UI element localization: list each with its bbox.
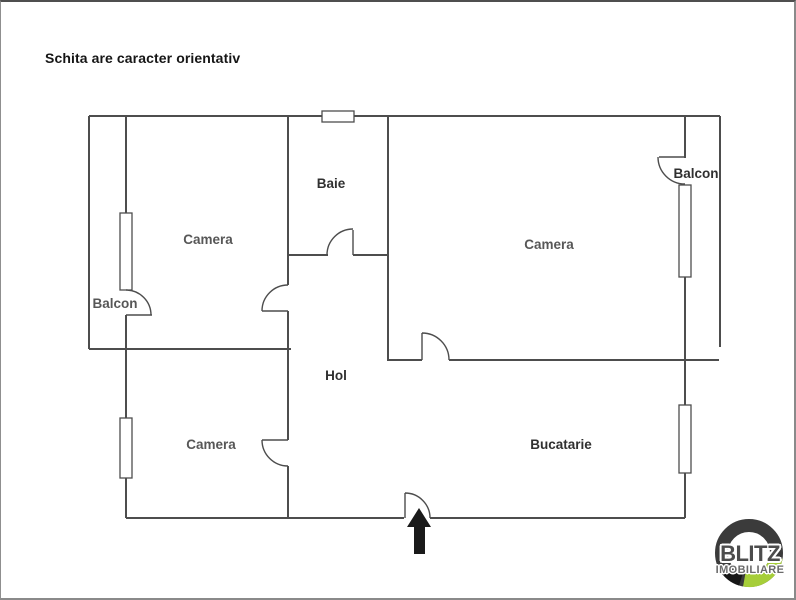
room-label-camera-bottom-left: Camera [186,437,236,452]
room-label-camera-top-left: Camera [183,232,233,247]
window-balcon-right [678,184,692,278]
window-symbols [119,110,692,479]
brand-logo: BLITZ IMOBILIARE [705,505,794,598]
window-baie-top [321,110,355,123]
room-label-bucatarie: Bucatarie [530,437,592,452]
window-balcon-left [119,212,133,291]
logo-ring-icon [715,519,783,588]
entrance-arrow-icon [407,508,431,554]
room-label-hol: Hol [325,368,347,383]
door-symbols [125,156,686,519]
wall-lines [88,115,721,519]
room-label-balcon-right: Balcon [673,166,718,181]
disclaimer-text: Schita are caracter orientativ [45,50,241,66]
logo-tagline-text: IMOBILIARE [715,564,785,576]
room-label-camera-top-right: Camera [524,237,574,252]
room-label-baie: Baie [317,176,346,191]
room-label-balcon-left: Balcon [92,296,137,311]
logo-brand-text: BLITZ [720,541,780,566]
window-bucatarie [678,404,692,474]
window-camera-bottom-left [119,417,133,479]
